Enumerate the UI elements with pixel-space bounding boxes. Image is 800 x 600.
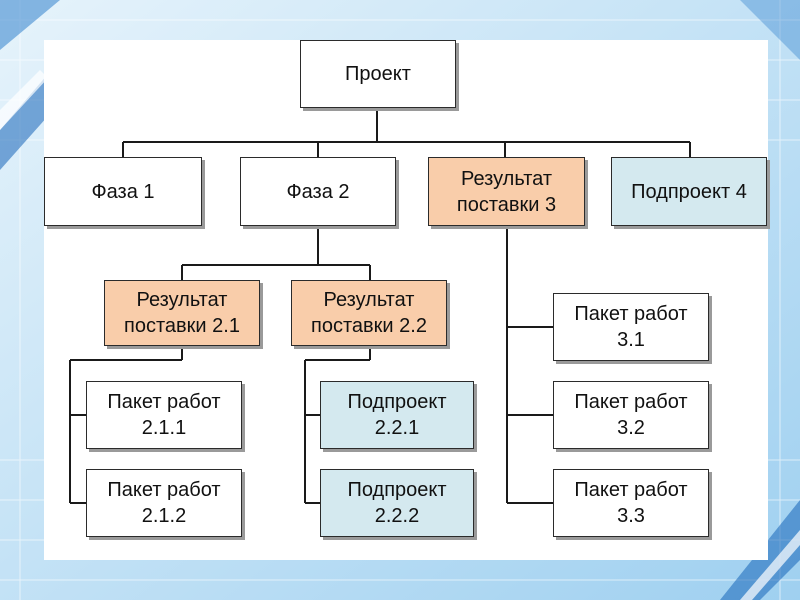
node-phase-1-label: Фаза 1	[91, 180, 155, 203]
node-deliverable-2-1: Результат поставки 2.1	[104, 280, 260, 346]
node-work-package-2-1-2: Пакет работ 2.1.2	[86, 469, 242, 537]
node-phase-2: Фаза 2	[240, 157, 396, 226]
node-work-package-3-3: Пакет работ 3.3	[553, 469, 709, 537]
node-work-package-3-1: Пакет работ 3.1	[553, 293, 709, 361]
node-deliverable-3-label: Результат поставки 3	[456, 167, 557, 216]
node-phase-2-label: Фаза 2	[286, 180, 350, 203]
node-work-package-2-1-1-label: Пакет работ 2.1.1	[107, 391, 221, 439]
node-deliverable-2-1-label: Результат поставки 2.1	[124, 289, 240, 337]
node-subproject-4-label: Подпроект 4	[631, 180, 747, 203]
node-deliverable-2-2: Результат поставки 2.2	[291, 280, 447, 346]
node-subproject-4: Подпроект 4	[611, 157, 767, 226]
node-deliverable-3: Результат поставки 3	[428, 157, 585, 226]
node-work-package-3-1-label: Пакет работ 3.1	[574, 303, 688, 351]
node-work-package-3-3-label: Пакет работ 3.3	[574, 479, 688, 527]
node-work-package-3-2: Пакет работ 3.2	[553, 381, 709, 449]
node-subproject-2-2-1-label: Подпроект 2.2.1	[347, 391, 447, 439]
node-deliverable-2-2-label: Результат поставки 2.2	[311, 289, 427, 337]
node-subproject-2-2-2-label: Подпроект 2.2.2	[347, 479, 447, 527]
node-project: Проект	[300, 40, 456, 108]
node-subproject-2-2-2: Подпроект 2.2.2	[320, 469, 474, 537]
node-project-label: Проект	[345, 63, 411, 85]
node-subproject-2-2-1: Подпроект 2.2.1	[320, 381, 474, 449]
node-phase-1: Фаза 1	[44, 157, 202, 226]
node-work-package-3-2-label: Пакет работ 3.2	[574, 391, 688, 439]
node-work-package-2-1-1: Пакет работ 2.1.1	[86, 381, 242, 449]
node-work-package-2-1-2-label: Пакет работ 2.1.2	[107, 479, 221, 527]
